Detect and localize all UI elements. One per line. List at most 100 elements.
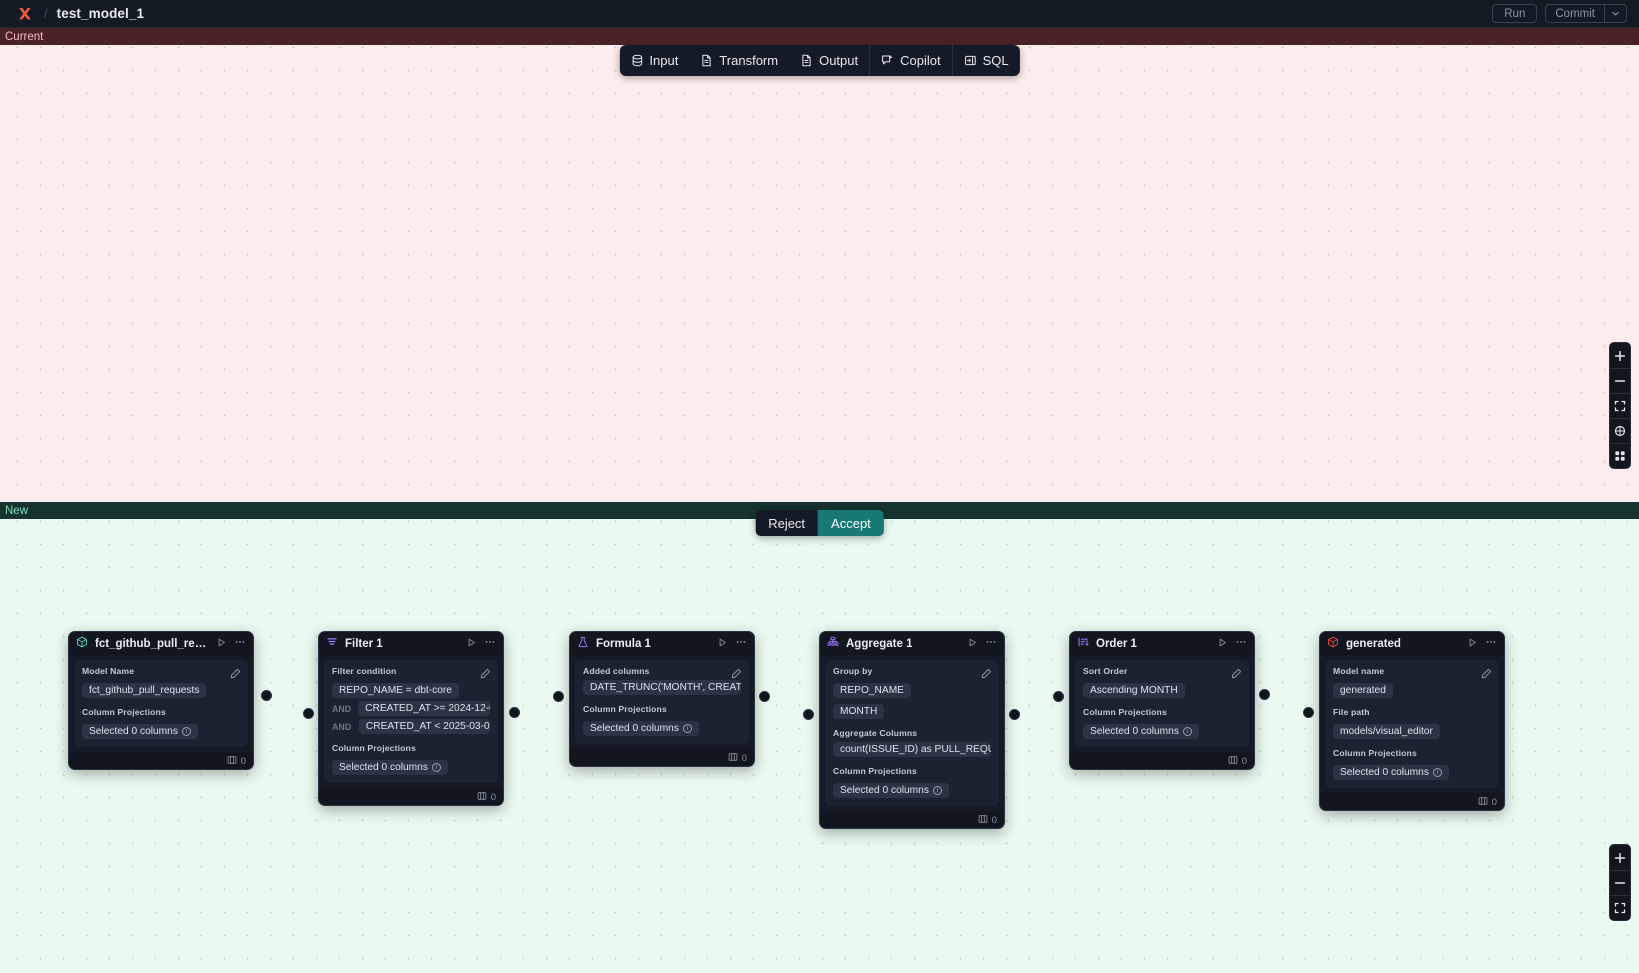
run-button[interactable]: Run — [1492, 4, 1538, 23]
columns-icon — [728, 752, 738, 764]
database-icon — [630, 54, 643, 67]
toolbar-item-output[interactable]: Output — [789, 45, 869, 76]
chip-text: Selected 0 columns — [840, 785, 929, 796]
toolbar-item-input[interactable]: Input — [619, 45, 689, 76]
node-title: Formula 1 — [596, 637, 651, 650]
section-label: Sort Order — [1083, 666, 1128, 676]
aggregate-columns-chip[interactable]: count(ISSUE_ID) as PULL_REQUEST_… — [833, 742, 991, 757]
toolbar-label-input: Input — [649, 53, 679, 68]
dbt-x-logo-icon[interactable] — [15, 4, 35, 24]
node-aggregate-1[interactable]: Aggregate 1 Group by REPO_NAME MON — [819, 631, 1005, 829]
play-icon[interactable] — [1467, 635, 1478, 653]
column-projections-chip[interactable]: Selected 0 columns i — [1083, 724, 1199, 739]
group-by-chip[interactable]: MONTH — [833, 704, 885, 719]
more-horizontal-icon[interactable] — [234, 635, 246, 653]
play-icon[interactable] — [967, 635, 978, 653]
node-header: Order 1 — [1070, 632, 1254, 655]
node-order-1[interactable]: Order 1 Sort Order Ascending MONTH Colum… — [1069, 631, 1255, 770]
zoom-in-icon[interactable] — [1610, 845, 1630, 870]
model-name-chip[interactable]: generated — [1333, 683, 1393, 698]
node-title: Order 1 — [1096, 637, 1137, 650]
toolbar-label-copilot: Copilot — [900, 53, 941, 68]
node-header: fct_github_pull_requests — [69, 632, 253, 655]
aggregate-icon — [827, 635, 839, 653]
commit-button-group: Commit — [1545, 4, 1627, 23]
node-generated[interactable]: generated Model name generated File path — [1319, 631, 1505, 811]
filter-condition-chip[interactable]: CREATED_AT < 2025-03-01 — [358, 719, 490, 734]
edge-endpoint-dot — [261, 690, 272, 701]
review-action-bar: Reject Accept — [755, 510, 884, 536]
play-icon[interactable] — [216, 635, 227, 653]
pencil-icon[interactable] — [230, 666, 241, 684]
more-horizontal-icon[interactable] — [1485, 635, 1497, 653]
columns-icon — [477, 791, 487, 803]
column-projections-chip[interactable]: Selected 0 columns i — [1333, 765, 1449, 780]
copilot-sparkle-icon — [881, 54, 894, 67]
column-projections-chip[interactable]: Selected 0 columns i — [82, 724, 198, 739]
section-label: Column Projections — [332, 743, 416, 753]
fit-view-icon[interactable] — [1610, 393, 1630, 418]
current-canvas-pane[interactable]: Current — [0, 28, 1639, 502]
file-path-chip[interactable]: models/visual_editor — [1333, 724, 1440, 739]
node-filter-1[interactable]: Filter 1 Filter condition REPO_NAME = db… — [318, 631, 504, 806]
toolbar-item-transform[interactable]: Transform — [689, 45, 789, 76]
info-icon: i — [1432, 768, 1442, 777]
node-body: Added columns DATE_TRUNC('MONTH', CREATE… — [575, 660, 749, 744]
filter-condition-chip[interactable]: CREATED_AT >= 2024-12-01 — [358, 701, 490, 716]
toolbar-item-copilot[interactable]: Copilot — [869, 45, 951, 76]
column-projections-chip[interactable]: Selected 0 columns i — [833, 783, 949, 798]
filter-condition-row: AND CREATED_AT >= 2024-12-01 — [332, 701, 490, 716]
zoom-out-icon[interactable] — [1610, 368, 1630, 393]
play-icon[interactable] — [466, 635, 477, 653]
accept-button[interactable]: Accept — [818, 510, 884, 536]
play-icon[interactable] — [717, 635, 728, 653]
reject-button[interactable]: Reject — [768, 515, 806, 531]
more-horizontal-icon[interactable] — [985, 635, 997, 653]
node-footer: 0 — [1320, 793, 1504, 810]
info-icon: i — [1182, 727, 1192, 736]
sort-order-chip[interactable]: Ascending MONTH — [1083, 683, 1185, 698]
document-icon — [800, 54, 813, 67]
node-footer: 0 — [570, 749, 754, 766]
toolbar-label-output: Output — [819, 53, 859, 68]
node-fct-github-pull-requests[interactable]: fct_github_pull_requests Model Name fct_… — [68, 631, 254, 770]
node-title: fct_github_pull_requests — [95, 637, 209, 650]
pencil-icon[interactable] — [1481, 666, 1492, 684]
edge-endpoint-dot — [1259, 689, 1270, 700]
new-canvas-pane[interactable]: New fc — [0, 502, 1639, 973]
added-columns-chip[interactable]: DATE_TRUNC('MONTH', CREATED_AT… — [583, 680, 741, 695]
zoom-out-icon[interactable] — [1610, 870, 1630, 895]
cube-icon — [76, 635, 88, 653]
column-projections-chip[interactable]: Selected 0 columns i — [332, 760, 448, 775]
pencil-icon[interactable] — [731, 666, 742, 684]
grid-layout-icon[interactable] — [1610, 443, 1630, 468]
top-bar-actions: Run Commit — [1492, 4, 1631, 23]
group-by-chip[interactable]: REPO_NAME — [833, 683, 911, 698]
pencil-icon[interactable] — [981, 666, 992, 684]
pencil-icon[interactable] — [480, 666, 491, 684]
more-horizontal-icon[interactable] — [484, 635, 496, 653]
condition-keyword: AND — [332, 721, 352, 732]
fit-view-icon[interactable] — [1610, 895, 1630, 920]
filter-condition-chip[interactable]: REPO_NAME = dbt-core — [332, 683, 459, 698]
zoom-in-icon[interactable] — [1610, 343, 1630, 368]
pencil-icon[interactable] — [1231, 666, 1242, 684]
node-header: Formula 1 — [570, 632, 754, 655]
commit-button[interactable]: Commit — [1555, 7, 1595, 20]
chevron-down-icon[interactable] — [1604, 5, 1626, 22]
edge-endpoint-dot — [553, 691, 564, 702]
column-projections-chip[interactable]: Selected 0 columns i — [583, 721, 699, 736]
section-label: Added columns — [583, 666, 650, 676]
more-horizontal-icon[interactable] — [1235, 635, 1247, 653]
more-horizontal-icon[interactable] — [735, 635, 747, 653]
toolbar-item-sql[interactable]: SQL — [951, 45, 1020, 76]
chip-text: Selected 0 columns — [1340, 767, 1429, 778]
edge-endpoint-dot — [303, 708, 314, 719]
node-formula-1[interactable]: Formula 1 Added columns DATE_TRUNC('MONT… — [569, 631, 755, 767]
center-target-icon[interactable] — [1610, 418, 1630, 443]
play-icon[interactable] — [1217, 635, 1228, 653]
value-chip[interactable]: fct_github_pull_requests — [82, 683, 207, 698]
top-bar: / test_model_1 Run Commit — [0, 0, 1639, 28]
condition-keyword: AND — [332, 703, 352, 714]
node-footer: 0 — [69, 752, 253, 769]
